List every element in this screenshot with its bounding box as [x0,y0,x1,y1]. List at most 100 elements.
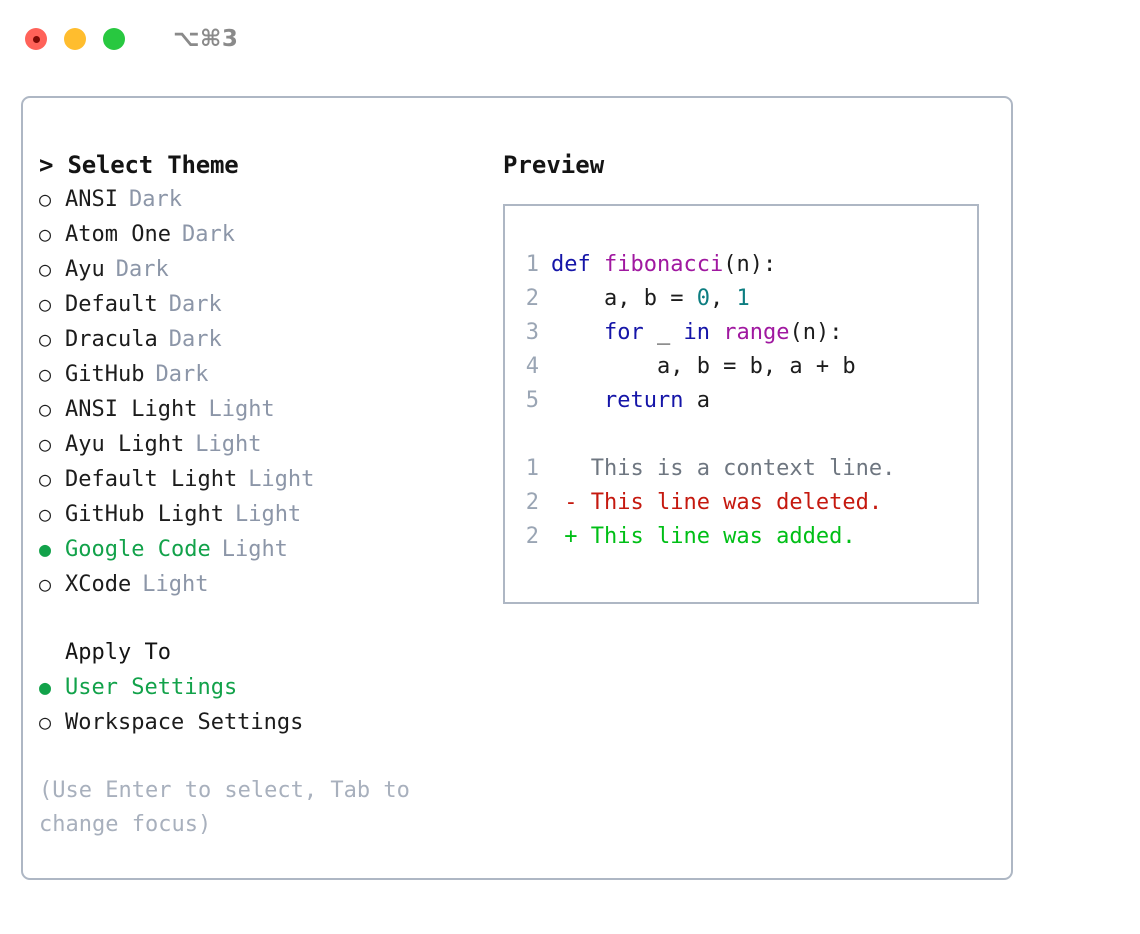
code-token-plain: a [683,388,710,413]
maximize-button[interactable] [103,28,125,50]
theme-variant-badge: Light [195,432,262,457]
code-token-num: 1 [736,286,750,311]
code-line-text: return a [551,384,710,418]
theme-variant-badge: Dark [181,222,235,247]
code-token-kw: in [683,320,710,345]
radio-unselected-icon: ○ [39,710,52,734]
code-token-fn: fibonacci [603,252,724,277]
code-token-kw: def [551,252,604,277]
theme-option-label: ANSI [65,187,118,212]
diff-line-text: - This line was deleted. [551,490,883,515]
theme-option-atom-one[interactable]: ○ Atom One Dark [39,217,503,252]
apply-to-option-user-settings[interactable]: ●User Settings [39,670,503,705]
radio-unselected-icon: ○ [39,222,52,246]
theme-variant-badge: Light [248,467,315,492]
theme-option-label: ANSI Light [65,397,198,422]
code-token-plain [551,320,604,345]
keyboard-hint-text: (Use Enter to select, Tab to change focu… [39,778,424,837]
diff-line-text: + This line was added. [551,524,856,549]
code-token-plain: (n): [789,320,843,345]
theme-variant-badge: Light [142,572,209,597]
page-title: > Select Theme [39,151,239,179]
theme-option-label: Ayu Light [65,432,185,457]
code-line: 3 for _ in range(n): [505,316,977,350]
minimize-button[interactable] [64,28,86,50]
spacer [39,602,503,636]
code-token-plain [551,388,604,413]
theme-variant-badge: Light [208,397,275,422]
diff-line-del: 2 - This line was deleted. [505,486,977,520]
theme-option-ayu-light[interactable]: ○ Ayu Light Light [39,427,503,462]
theme-option-github-light[interactable]: ○ GitHub Light Light [39,497,503,532]
radio-unselected-icon: ○ [39,397,52,421]
theme-option-label: Dracula [65,327,158,352]
radio-unselected-icon: ○ [39,432,52,456]
radio-unselected-icon: ○ [39,467,52,491]
code-token-plain: (n): [723,252,777,277]
line-number: 2 [525,490,539,515]
line-number: 2 [525,524,539,549]
keyboard-shortcut-label: ⌥⌘3 [173,26,239,52]
apply-to-option-list: ●User Settings ○ Workspace Settings [39,670,503,740]
code-line: 5 return a [505,384,977,418]
theme-option-dracula[interactable]: ○ Dracula Dark [39,322,503,357]
theme-option-ansi-light[interactable]: ○ ANSI Light Light [39,392,503,427]
diff-line-text: This is a context line. [551,456,896,481]
close-button[interactable] [25,28,47,50]
spacer [505,418,977,452]
theme-variant-badge: Light [234,502,302,527]
theme-option-label: Default Light [65,467,238,492]
theme-option-default[interactable]: ○ Default Dark [39,287,503,322]
theme-option-label: Default [65,292,158,317]
code-line-text: a, b = b, a + b [551,350,856,384]
theme-variant-badge: Dark [155,362,209,387]
window-controls [25,28,125,50]
theme-option-label: GitHub Light [65,502,224,527]
radio-unselected-icon: ○ [39,187,52,211]
preview-title: Preview [503,151,605,179]
code-token-fn: range [723,320,790,345]
theme-variant-badge: Light [221,537,288,562]
diff-line-add: 2 + This line was added. [505,520,977,554]
radio-selected-icon: ● [39,537,52,561]
apply-to-option-label: Workspace Settings [65,710,304,735]
radio-unselected-icon: ○ [39,362,52,386]
code-token-num: 0 [696,286,710,311]
theme-variant-badge: Dark [115,257,169,282]
code-line-text: a, b = 0, 1 [551,282,750,316]
apply-to-option-label: User Settings [65,675,238,700]
radio-unselected-icon: ○ [39,292,52,316]
code-token-plain [710,320,723,345]
radio-unselected-icon: ○ [39,502,52,526]
code-token-kw: return [603,388,684,413]
theme-variant-badge: Dark [168,327,222,352]
theme-option-label: Ayu [65,257,105,282]
line-number: 5 [525,388,539,413]
diff-line-ctx: 1 This is a context line. [505,452,977,486]
diff-sample: 1 This is a context line.2 - This line w… [505,452,977,554]
code-token-plain: , [709,286,737,311]
line-number: 1 [525,456,539,481]
apply-to-option-workspace-settings[interactable]: ○ Workspace Settings [39,705,503,740]
theme-option-default-light[interactable]: ○ Default Light Light [39,462,503,497]
code-token-plain: a, b = [551,286,697,311]
code-line-text: for _ in range(n): [551,316,842,350]
radio-unselected-icon: ○ [39,327,52,351]
code-token-plain: _ [643,320,684,345]
code-line: 4 a, b = b, a + b [505,350,977,384]
theme-variant-badge: Dark [168,292,222,317]
theme-option-label: Atom One [65,222,171,247]
